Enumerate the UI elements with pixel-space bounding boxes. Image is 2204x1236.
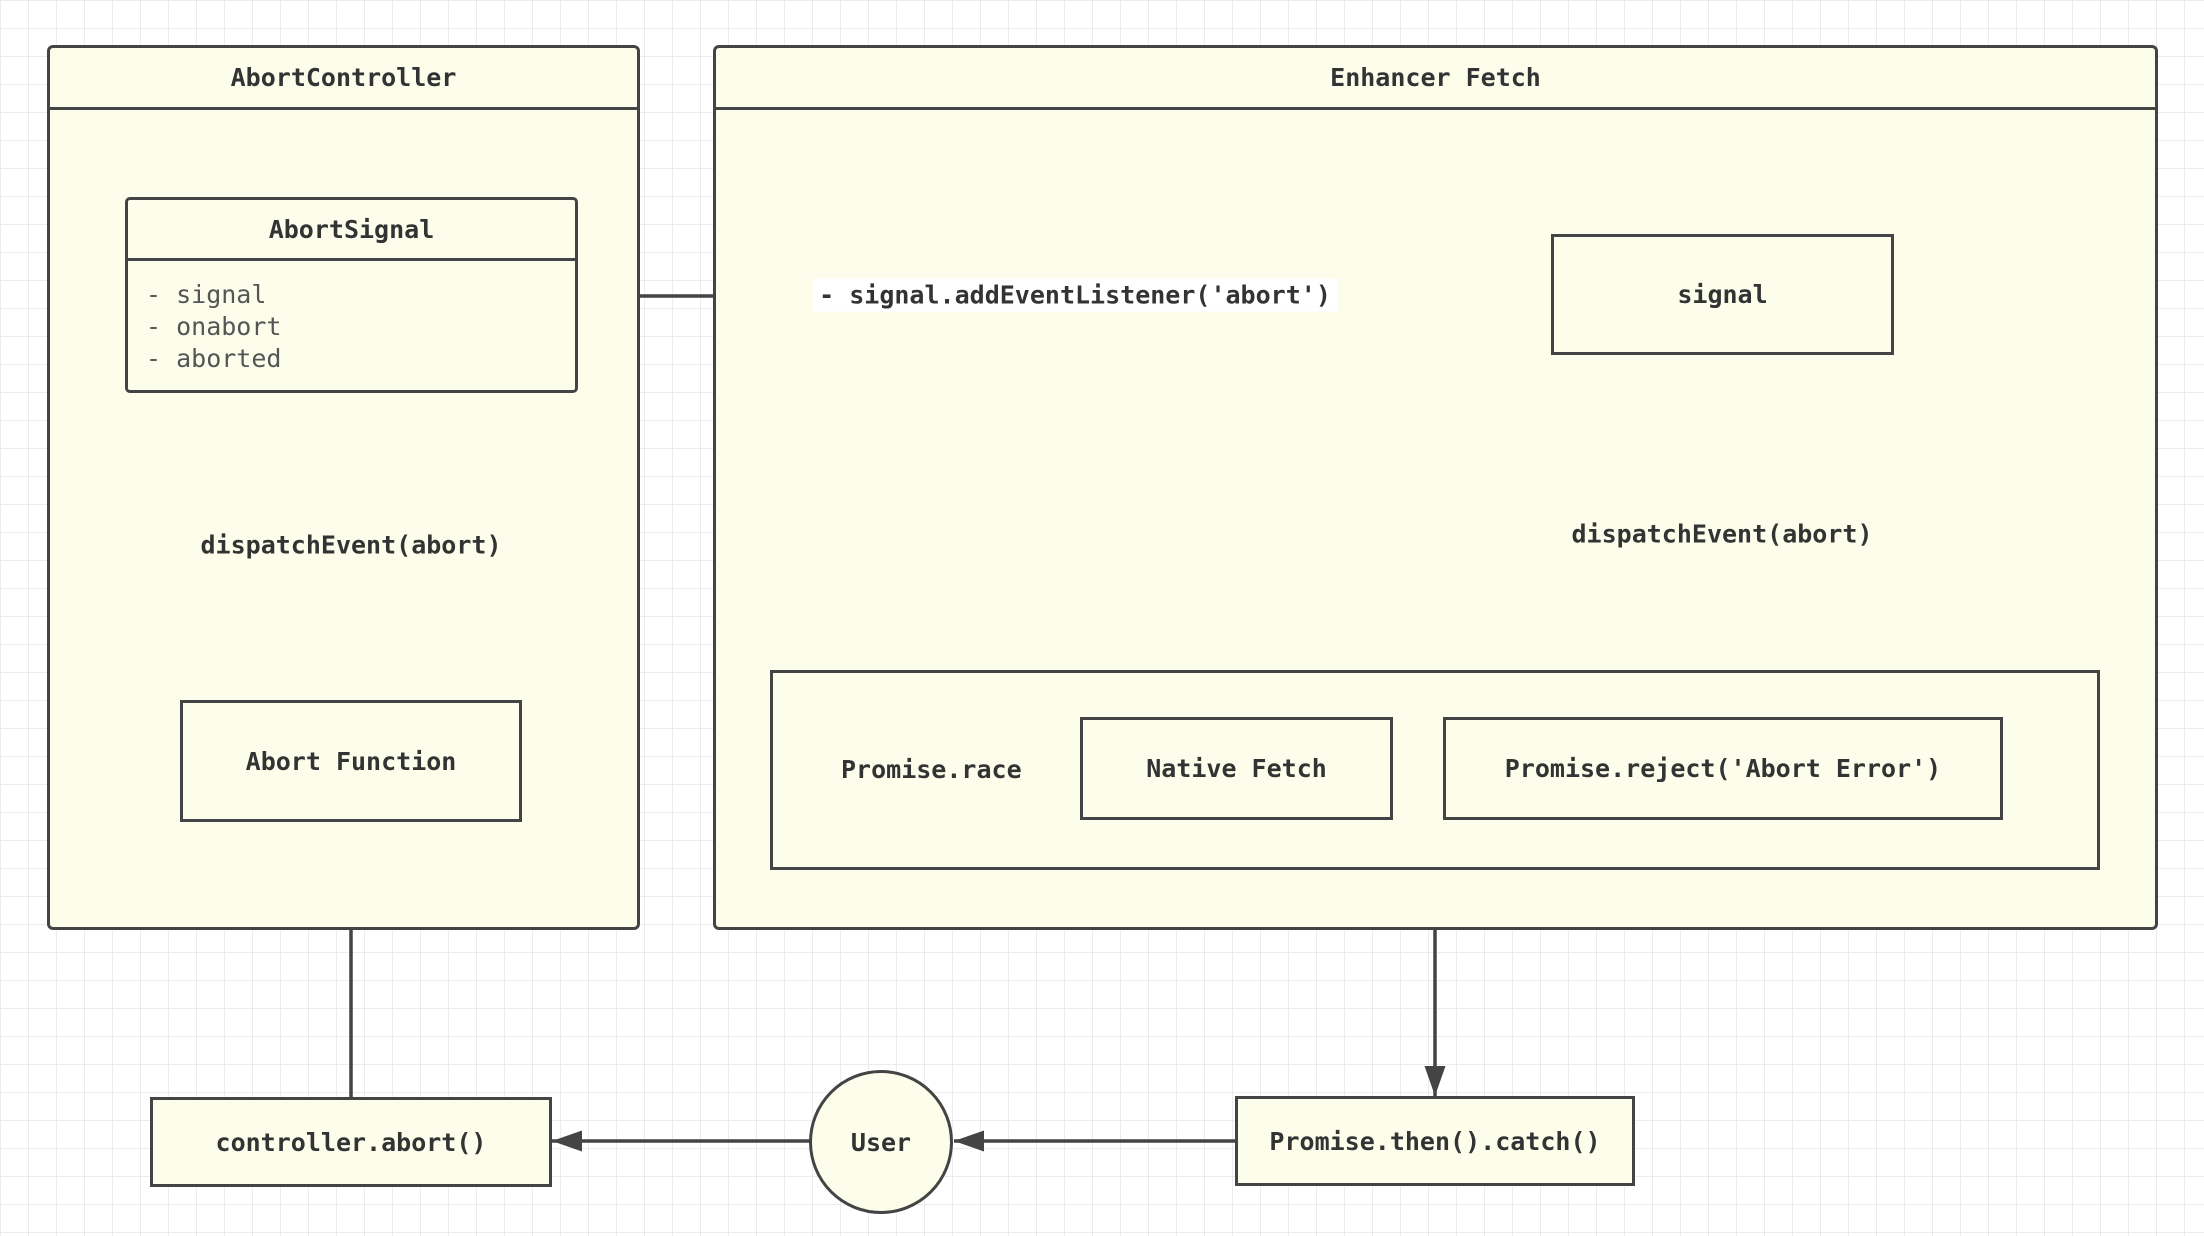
promise-race-label: Promise.race <box>841 755 1022 784</box>
native-fetch-node[interactable]: Native Fetch <box>1080 717 1393 820</box>
controller-abort-node[interactable]: controller.abort() <box>150 1097 552 1187</box>
abort-function-node[interactable]: Abort Function <box>180 700 522 822</box>
abort-signal-class[interactable]: AbortSignal - signal - onabort - aborted <box>125 197 578 393</box>
abort-signal-fields: - signal - onabort - aborted <box>128 261 575 375</box>
abort-signal-title: AbortSignal <box>128 200 575 261</box>
enhancer-fetch-title: Enhancer Fetch <box>716 48 2155 110</box>
edge-label-dispatch-right: dispatchEvent(abort) <box>1567 517 1877 551</box>
field-signal: - signal <box>146 280 267 309</box>
abort-controller-title: AbortController <box>50 48 637 110</box>
promise-then-catch-node[interactable]: Promise.then().catch() <box>1235 1096 1635 1186</box>
promise-reject-node[interactable]: Promise.reject('Abort Error') <box>1443 717 2003 820</box>
signal-node[interactable]: signal <box>1551 234 1894 355</box>
edge-label-add-listener: - signal.addEventListener('abort') <box>813 278 1337 312</box>
user-node[interactable]: User <box>809 1070 953 1214</box>
field-aborted: - aborted <box>146 344 282 373</box>
edge-label-dispatch-left: dispatchEvent(abort) <box>196 528 506 562</box>
field-onabort: - onabort <box>146 312 282 341</box>
